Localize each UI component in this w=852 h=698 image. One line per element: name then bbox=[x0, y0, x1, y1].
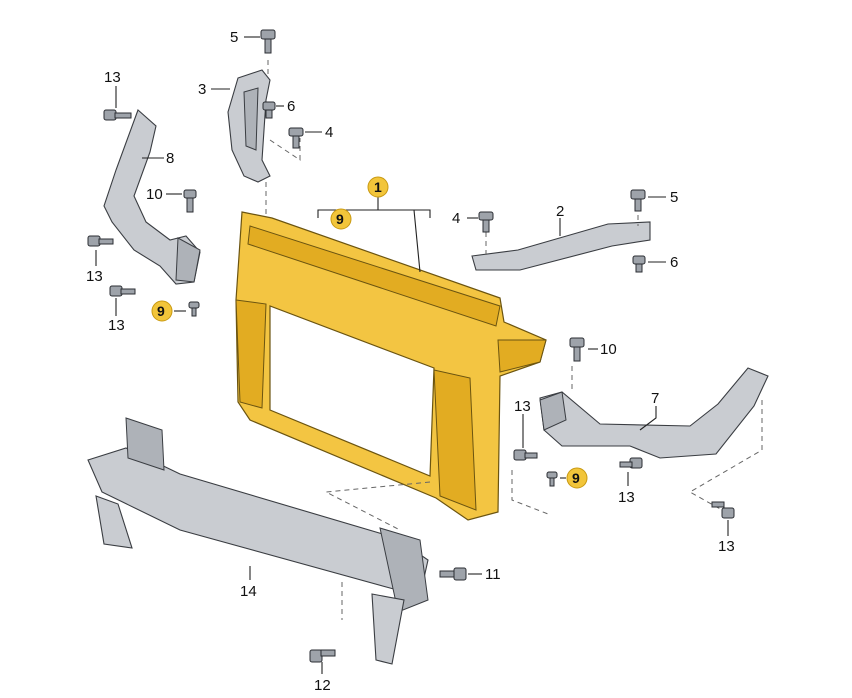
badge-1 bbox=[367, 176, 389, 198]
callout-4-right: 4 bbox=[452, 210, 460, 227]
callout-9-center: 9 bbox=[336, 211, 344, 227]
bolt-5-right bbox=[630, 189, 646, 212]
bolt-6-right bbox=[632, 255, 646, 273]
callout-4-top: 4 bbox=[325, 124, 333, 141]
bolt-13-mid-left bbox=[87, 235, 114, 247]
bolt-13-far-right bbox=[711, 501, 735, 519]
bolt-6-top bbox=[262, 101, 276, 119]
badge-9-right bbox=[566, 467, 588, 489]
badge-9-left bbox=[151, 300, 173, 322]
leader-lines bbox=[95, 36, 729, 674]
bolt-13-top-left bbox=[103, 109, 132, 121]
callout-5-top: 5 bbox=[230, 29, 238, 46]
bolt-4-top bbox=[288, 127, 304, 149]
bolt-13-lower-left bbox=[109, 285, 136, 297]
callout-9-right: 9 bbox=[572, 470, 580, 486]
bolt-13-right bbox=[619, 457, 643, 469]
callout-13-top-left: 13 bbox=[104, 69, 121, 86]
badge-9-center bbox=[330, 208, 352, 230]
callout-2: 2 bbox=[556, 203, 564, 220]
callout-1: 1 bbox=[374, 179, 382, 195]
callout-6-top: 6 bbox=[287, 98, 295, 115]
part-8-bracket bbox=[103, 109, 201, 285]
callout-13-right: 13 bbox=[618, 489, 635, 506]
callout-10-left: 10 bbox=[146, 186, 163, 203]
bolt-11 bbox=[439, 567, 467, 581]
bolt-10-left bbox=[183, 189, 197, 213]
callout-7: 7 bbox=[651, 390, 659, 407]
callout-5-right: 5 bbox=[670, 189, 678, 206]
part-1-front-carrier bbox=[235, 211, 547, 521]
part-2-strut bbox=[471, 221, 651, 271]
callout-10-right: 10 bbox=[600, 341, 617, 358]
callout-11: 11 bbox=[485, 566, 501, 583]
bolt-4-right bbox=[478, 211, 494, 233]
callout-labels: 5 3 6 4 13 8 10 13 13 9 1 9 4 2 5 6 10 7… bbox=[86, 29, 735, 694]
bolts bbox=[87, 29, 735, 663]
callout-13-far-right: 13 bbox=[718, 538, 735, 555]
callout-13-center-right: 13 bbox=[514, 398, 531, 415]
callout-3: 3 bbox=[198, 81, 206, 98]
part-3-bracket bbox=[227, 69, 271, 183]
part-7-bracket bbox=[539, 367, 769, 459]
callout-13-mid-left: 13 bbox=[86, 268, 103, 285]
callout-14: 14 bbox=[240, 583, 257, 600]
bolt-13-center-right bbox=[513, 449, 538, 461]
callout-12: 12 bbox=[314, 677, 331, 694]
bolt-12 bbox=[309, 649, 336, 663]
callout-9-left: 9 bbox=[157, 303, 165, 319]
clip-9-left bbox=[188, 301, 200, 317]
callout-6-right: 6 bbox=[670, 254, 678, 271]
bolt-5-top bbox=[260, 29, 276, 54]
part-14-bumper-beam bbox=[87, 417, 429, 665]
callout-8: 8 bbox=[166, 150, 174, 167]
clip-9-right bbox=[546, 471, 558, 487]
highlight-badges bbox=[151, 176, 588, 489]
bolt-10-right bbox=[569, 337, 585, 362]
callout-13-lower-left: 13 bbox=[108, 317, 125, 334]
